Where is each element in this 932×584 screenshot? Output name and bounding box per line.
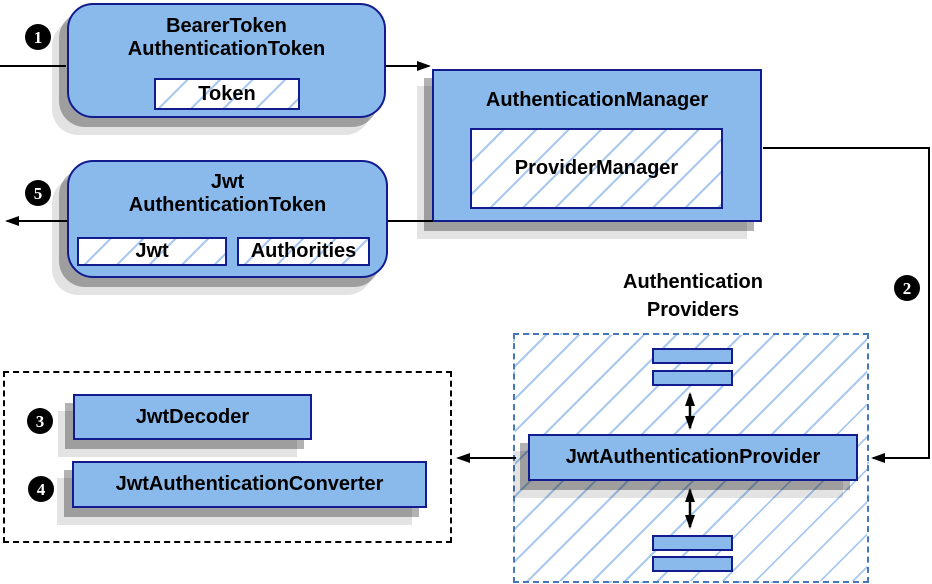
step-badge-2: 2 [894, 275, 920, 301]
bearer-token-authentication-token-node: BearerToken AuthenticationToken Token [67, 3, 386, 118]
jwt-token-node-title: Jwt AuthenticationToken [69, 171, 386, 217]
jwt-field: Jwt [77, 237, 227, 266]
token-field: Token [154, 78, 300, 110]
bearer-token-title-line2: AuthenticationToken [127, 38, 326, 60]
authentication-manager-node: AuthenticationManager ProviderManager [432, 69, 762, 222]
jwt-decoder-node: JwtDecoder [73, 394, 312, 440]
step-badge-4: 4 [28, 476, 54, 502]
jwt-decoder-label: JwtDecoder [135, 405, 250, 428]
jwt-authentication-provider-label: JwtAuthenticationProvider [565, 446, 821, 468]
bearer-token-title-line1: BearerToken [166, 15, 287, 37]
step-badge-5: 5 [25, 180, 51, 206]
authentication-manager-title: AuthenticationManager [434, 89, 760, 112]
jwt-token-title-line2: AuthenticationToken [128, 194, 327, 216]
step-badge-5-number: 5 [33, 183, 43, 203]
jwt-authentication-token-node: Jwt AuthenticationToken Jwt Authorities [67, 160, 388, 278]
authentication-providers-label: Authentication Providers [568, 268, 818, 324]
authentication-manager-title-text: AuthenticationManager [485, 89, 709, 111]
provider-manager-field-label: ProviderManager [514, 157, 679, 179]
provider-manager-field: ProviderManager [470, 128, 723, 209]
step-badge-3-number: 3 [35, 411, 45, 431]
jwt-token-title-line1: Jwt [210, 171, 245, 193]
authorities-field: Authorities [237, 237, 370, 266]
authorities-field-label: Authorities [250, 240, 357, 262]
step-badge-2-number: 2 [902, 278, 912, 298]
authentication-providers-label-line2: Providers [646, 299, 740, 321]
bearer-token-node-title: BearerToken AuthenticationToken [69, 15, 384, 61]
jwt-authentication-converter-label: JwtAuthenticationConverter [115, 473, 384, 495]
provider-stack-bar [652, 556, 733, 572]
jwt-components-group [3, 371, 452, 543]
step-badge-1: 1 [25, 24, 51, 50]
provider-stack-bar [652, 348, 733, 364]
token-field-label: Token [198, 82, 256, 105]
jwt-authentication-provider-node: JwtAuthenticationProvider [528, 434, 858, 481]
provider-stack-bar [652, 535, 733, 551]
jwt-authentication-converter-node: JwtAuthenticationConverter [72, 461, 427, 508]
provider-stack-bar [652, 370, 733, 386]
authentication-providers-label-line1: Authentication [623, 271, 763, 293]
step-badge-1-number: 1 [33, 27, 43, 47]
step-badge-4-number: 4 [36, 479, 46, 499]
step-badge-3: 3 [27, 408, 53, 434]
jwt-field-label: Jwt [135, 240, 169, 262]
